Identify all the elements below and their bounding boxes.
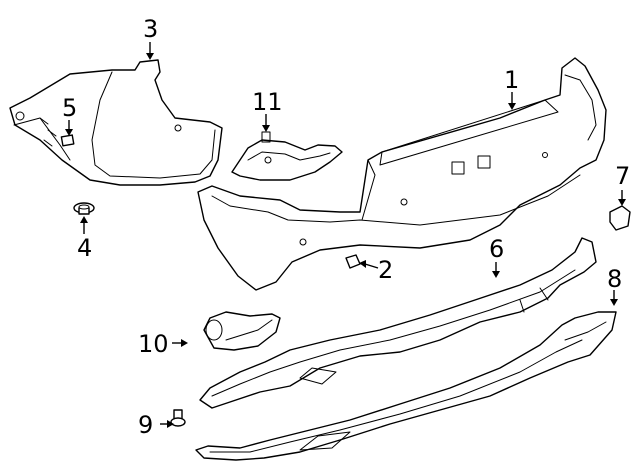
part-9-screw xyxy=(170,409,186,427)
part-4-push-pin xyxy=(73,202,95,215)
callout-labels: 1 2 3 4 5 6 7 8 9 10 11 xyxy=(62,15,630,439)
part-7-clip xyxy=(609,205,631,231)
callout-5: 5 xyxy=(62,94,77,122)
part-1-bumper-cover xyxy=(197,57,607,291)
part-3-side-bracket xyxy=(9,59,223,186)
part-8-lower-panel xyxy=(195,311,617,461)
part-11-reflector-bracket xyxy=(231,131,343,181)
leader-lines xyxy=(65,42,626,428)
callout-2: 2 xyxy=(378,256,393,284)
part-5-clip xyxy=(60,134,75,147)
callout-4: 4 xyxy=(77,234,92,262)
part-2-clip xyxy=(345,254,361,269)
callout-3: 3 xyxy=(143,15,158,43)
callout-10: 10 xyxy=(138,330,169,358)
callout-7: 7 xyxy=(615,162,630,190)
callout-8: 8 xyxy=(607,265,622,293)
callout-6: 6 xyxy=(489,235,504,263)
part-6-diffuser xyxy=(199,237,597,409)
part-10-exhaust-tip xyxy=(203,311,281,351)
callout-11: 11 xyxy=(252,88,283,116)
callout-9: 9 xyxy=(138,411,153,439)
callout-1: 1 xyxy=(504,66,519,94)
